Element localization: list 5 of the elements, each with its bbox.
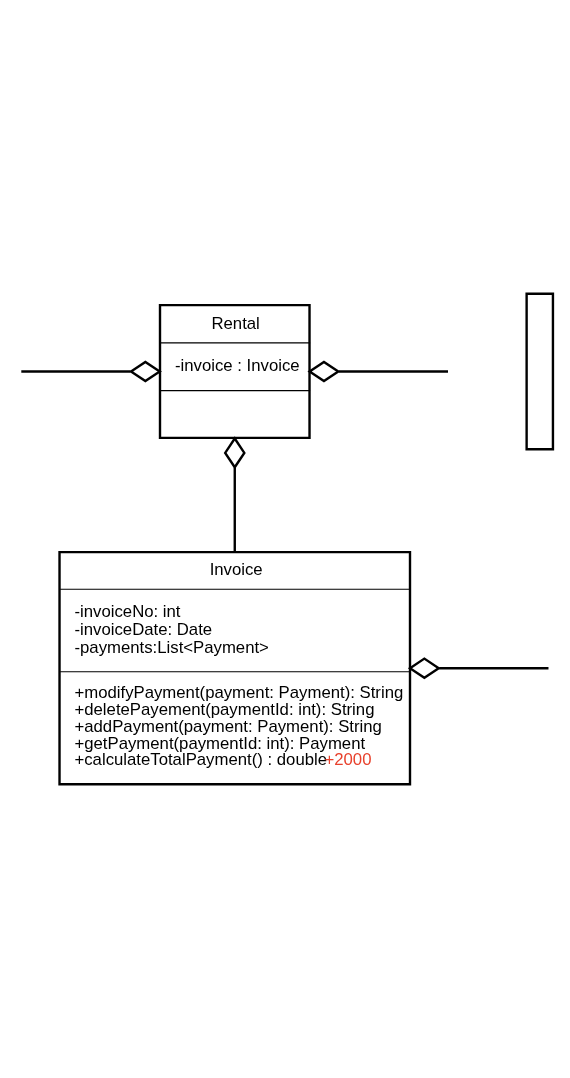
connector: [223, 436, 246, 552]
connector: [21, 370, 131, 373]
node-box: [525, 292, 555, 451]
connector: [338, 370, 448, 373]
connector: [439, 667, 549, 670]
